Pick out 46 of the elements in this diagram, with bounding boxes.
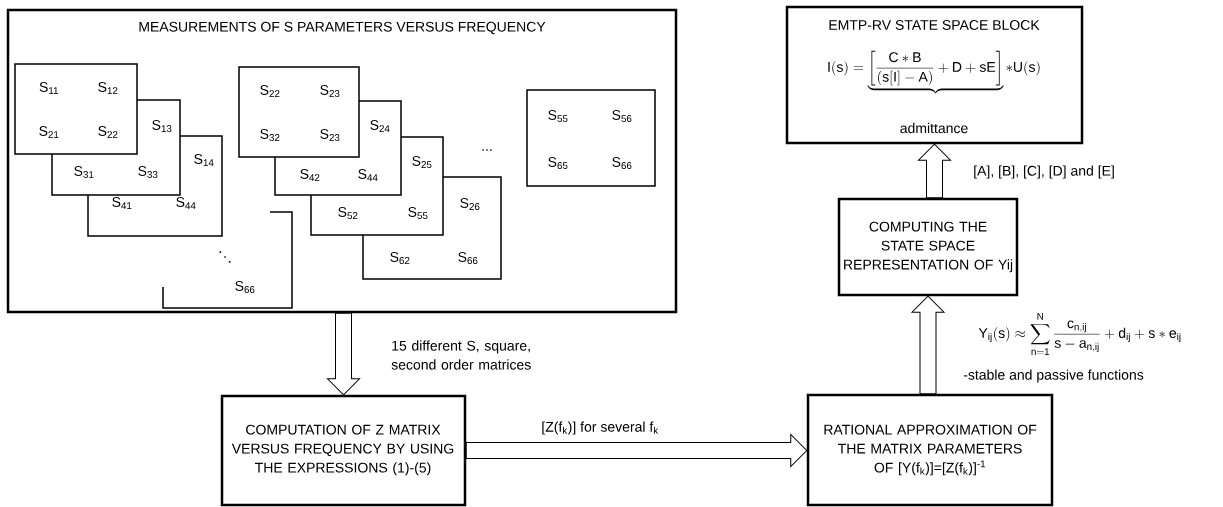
box-text: COMPUTATION OF Z MATRIX VERSUS FREQUENCY BY USING THE EXPRESSIONS (1)-(5) bbox=[231, 424, 454, 476]
ellipsis: ⋱ bbox=[219, 251, 231, 263]
matrix-entry: S$_{23}$ bbox=[320, 85, 340, 97]
matrix-entry: S$_{42}$ bbox=[300, 169, 320, 181]
edge-label: [Z(f$_{k}$)] for several f$_{k}$ bbox=[542, 421, 659, 435]
block-arrow bbox=[465, 434, 808, 467]
matrix-entry: S$_{66}$ bbox=[235, 281, 255, 293]
matrix-entry: S$_{14}$ bbox=[194, 154, 214, 166]
matrix-entry: S$_{31}$ bbox=[74, 166, 94, 178]
block-arrow bbox=[911, 295, 945, 395]
block-arrow bbox=[327, 312, 360, 396]
box-text: RATIONAL APPROXIMATION OF THE MATRIX PARAMETERS OF [Y(f$_{k}$)]=[Z(f$_{k}$)]$^{-1}$ bbox=[824, 424, 1037, 476]
matrix-entry: S$_{66}$ bbox=[458, 252, 478, 264]
matrix-entry: S$_{24}$ bbox=[370, 120, 390, 132]
matrix-entry: S$_{21}$ bbox=[39, 126, 59, 138]
edge-label: 15 different S, square, second order matrices bbox=[391, 340, 531, 370]
block-arrow bbox=[918, 143, 951, 199]
matrix-entry: S$_{52}$ bbox=[338, 207, 358, 219]
box-title: MEASUREMENTS OF S PARAMETERS VERSUS FREQUENCY bbox=[139, 21, 546, 35]
matrix-entry: S$_{32}$ bbox=[260, 129, 280, 141]
edge-label: [A], [B], [C], [D] and [E] bbox=[974, 165, 1114, 179]
matrix-entry: S$_{11}$ bbox=[39, 82, 59, 94]
box-text: COMPUTING THE STATE SPACE REPRESENTATION OF Yij bbox=[844, 221, 1013, 273]
edge-label: -stable and passive functions bbox=[963, 369, 1144, 383]
matrix-entry: S$_{13}$ bbox=[152, 120, 172, 132]
matrix-entry: S$_{12}$ bbox=[98, 82, 118, 94]
matrix-entry: S$_{26}$ bbox=[460, 198, 480, 210]
matrix-entry: S$_{55}$ bbox=[408, 207, 428, 219]
matrix-entry: S$_{62}$ bbox=[390, 252, 410, 264]
matrix-entry: S$_{66}$ bbox=[612, 157, 632, 169]
matrix-entry: S$_{56}$ bbox=[612, 110, 632, 122]
formula-caption: admittance bbox=[900, 122, 968, 134]
matrix-entry: S$_{25}$ bbox=[412, 156, 432, 168]
matrix-entry: S$_{22}$ bbox=[260, 85, 280, 97]
matrix-entry: S$_{55}$ bbox=[548, 110, 568, 122]
matrix-entry: S$_{23}$ bbox=[320, 129, 340, 141]
matrix-entry: S$_{22}$ bbox=[98, 126, 118, 138]
matrix-entry: S$_{65}$ bbox=[548, 157, 568, 169]
formula: $\mathrm{I(s)}=\underbrace{\left[\frac{\mathrm{C}\ast\mathrm{B}}{(\mathrm{s[I]}-\mathrm{A})}+\mathrm{D}+\mathrm{sE}\right]}\ast\mathrm{U(s)}$ bbox=[828, 50, 1040, 94]
ellipsis: ... bbox=[482, 149, 492, 151]
matrix-entry: S$_{44}$ bbox=[176, 197, 196, 209]
box-title: EMTP-RV STATE SPACE BLOCK bbox=[829, 20, 1040, 30]
matrix-entry: S$_{44}$ bbox=[358, 169, 378, 181]
matrix-entry: S$_{33}$ bbox=[138, 166, 158, 178]
formula: $\mathrm{Y_{ij}(s)}\approx\sum_{\mathrm{n=1}}^{\mathrm{N}}\frac{\mathrm{c_{n,ij}}}{\mathrm{s}-\mathrm{a_{n,ij}}}+\mathrm{d_{ij}}+\mathrm{s}\ast\mathrm{e_{ij}}$ bbox=[978, 313, 1181, 355]
matrix-entry: S$_{41}$ bbox=[112, 197, 132, 209]
